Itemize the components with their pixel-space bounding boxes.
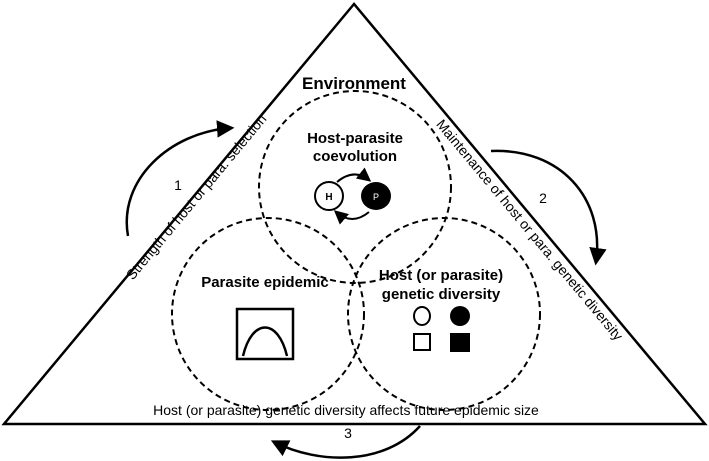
host-node [314, 181, 344, 211]
triangle-frame [1, 2, 708, 426]
parasite-node [361, 182, 391, 210]
diversity-circle [347, 217, 541, 411]
parasite-node-letter: P [373, 192, 379, 202]
cycle-arrow-top [336, 167, 372, 183]
epidemic-curve-box [235, 307, 295, 361]
arrow-3-label: 3 [344, 425, 352, 441]
host-node-letter: H [325, 192, 332, 203]
epidemic-curve-icon [241, 326, 289, 357]
diversity-title-line2: genetic diversity [382, 286, 501, 303]
arrow-2-label: 2 [539, 190, 547, 206]
coevolution-title-line2: coevolution [313, 148, 397, 165]
filled-circle-icon [450, 306, 470, 326]
bottom-edge-label: Host (or parasite) genetic diversity aff… [153, 402, 539, 418]
open-square-icon [413, 333, 431, 351]
epidemic-circle [171, 217, 365, 411]
arrow-2 [490, 149, 607, 266]
arrow-3 [270, 425, 421, 459]
coevolution-title-line1: Host-parasite [307, 130, 403, 147]
arrow-1-label: 1 [174, 177, 182, 193]
epidemic-title: Parasite epidemic [201, 274, 329, 291]
arrow-1 [125, 120, 235, 237]
filled-square-icon [450, 333, 470, 352]
coevolution-circle [258, 90, 452, 284]
diversity-title-line1: Host (or parasite) [379, 267, 503, 284]
cycle-arrow-bottom [333, 210, 370, 225]
environment-label: Environment [302, 74, 406, 93]
open-circle-icon [413, 306, 431, 326]
